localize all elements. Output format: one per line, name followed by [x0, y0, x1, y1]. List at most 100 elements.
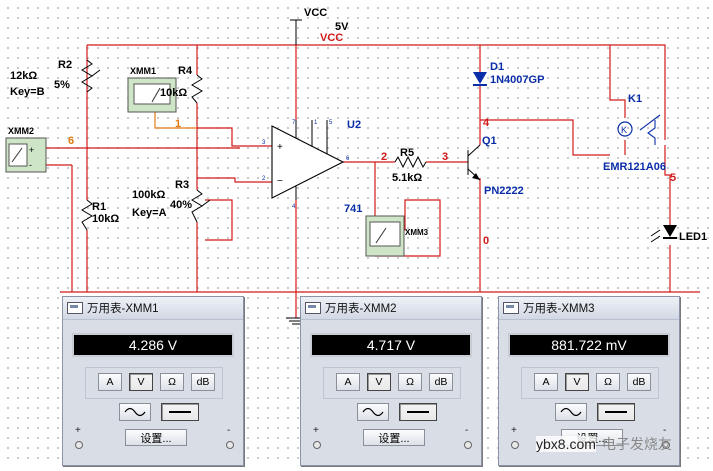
u2-model: 741 — [344, 203, 362, 215]
dc-button[interactable] — [597, 403, 635, 421]
ac-wave-icon — [124, 407, 146, 417]
vcc-label: VCC — [304, 7, 327, 19]
svg-text:K: K — [621, 125, 627, 135]
resistor-r1[interactable]: R1 10kΩ — [81, 199, 119, 231]
volt-button[interactable]: V — [565, 373, 589, 391]
multimeter-panel-xmm3[interactable]: 万用表-XMM3 881.722 mV A V Ω dB + - 设置... — [498, 296, 680, 466]
ac-wave-icon — [362, 407, 384, 417]
r3-key: Key=A — [132, 207, 167, 219]
r4-value: 10kΩ — [160, 87, 187, 99]
plus-terminal-label: + — [313, 425, 319, 436]
db-button[interactable]: dB — [429, 373, 453, 391]
net-label-0: 0 — [483, 235, 489, 247]
ac-button[interactable] — [119, 403, 151, 421]
reading-display: 4.717 V — [310, 333, 472, 357]
amp-button[interactable]: A — [98, 373, 122, 391]
amp-button[interactable]: A — [534, 373, 558, 391]
d1-name: D1 — [490, 61, 504, 73]
ac-button[interactable] — [555, 403, 587, 421]
led-led1[interactable]: LED1 — [650, 225, 707, 243]
reading-display: 881.722 mV — [508, 333, 670, 357]
r2-percent: 5% — [54, 79, 70, 91]
dc-button[interactable] — [399, 403, 437, 421]
resistor-r3[interactable]: R3 100kΩ 40% Key=A — [132, 179, 211, 223]
u2-pin-6: 6 — [346, 156, 350, 162]
net-label-3: 3 — [442, 151, 448, 163]
u2-pin-5: 5 — [329, 120, 333, 126]
amp-button[interactable]: A — [336, 373, 360, 391]
db-button[interactable]: dB — [191, 373, 215, 391]
svg-text:-: - — [29, 160, 32, 170]
dc-button[interactable] — [161, 403, 199, 421]
r3-percent: 40% — [170, 199, 192, 211]
multimeter-icon — [67, 302, 83, 314]
minus-terminal-label: - — [465, 425, 469, 436]
transistor-q1[interactable]: Q1 PN2222 — [467, 135, 524, 197]
xmm1-instrument[interactable]: XMM1 — [127, 66, 177, 113]
ohm-button[interactable]: Ω — [160, 373, 184, 391]
panel-title: 万用表-XMM3 — [523, 303, 595, 315]
vcc-symbol[interactable]: VCC 5V VCC — [290, 7, 349, 45]
xmm3-instrument[interactable]: XMM3 — [365, 215, 429, 257]
resistor-r2[interactable]: R2 12kΩ 5% Key=B — [10, 59, 101, 98]
u2-name: U2 — [347, 119, 361, 131]
db-button[interactable]: dB — [627, 373, 651, 391]
plus-terminal[interactable] — [313, 441, 321, 449]
k1-name: K1 — [628, 93, 642, 105]
multimeter-panel-xmm2[interactable]: 万用表-XMM2 4.717 V A V Ω dB + - 设置... — [300, 296, 482, 466]
d1-model: 1N4007GP — [490, 74, 544, 86]
reading-display: 4.286 V — [72, 333, 234, 357]
dc-line-icon — [407, 411, 429, 413]
title-bar[interactable]: 万用表-XMM3 — [499, 297, 679, 320]
resistor-r5[interactable]: R5 5.1kΩ — [392, 147, 427, 184]
u2-pin-3: 3 — [262, 140, 266, 146]
opamp-u2[interactable]: 7 1 5 3 2 6 4 + − U2 741 — [262, 119, 362, 215]
watermark-logo: 电子发烧友 — [601, 436, 672, 452]
title-bar[interactable]: 万用表-XMM2 — [301, 297, 481, 320]
u2-pin-4: 4 — [292, 204, 296, 210]
u2-pin-1: 1 — [314, 120, 318, 126]
volt-button[interactable]: V — [367, 373, 391, 391]
vcc-voltage: 5V — [335, 21, 349, 33]
watermark: ybx8.com 电子发烧友 — [536, 426, 712, 462]
u2-pin-7: 7 — [292, 120, 296, 126]
led-name: LED1 — [679, 231, 707, 243]
mode-button-group: A V Ω dB — [521, 367, 659, 399]
q1-name: Q1 — [482, 135, 497, 147]
ohm-button[interactable]: Ω — [596, 373, 620, 391]
net-label-2: 2 — [381, 151, 387, 163]
minus-terminal-label: - — [663, 425, 667, 436]
xmm3-label: XMM3 — [405, 228, 429, 237]
title-bar[interactable]: 万用表-XMM1 — [63, 297, 243, 320]
wires — [45, 44, 700, 318]
resistor-r4[interactable]: R4 10kΩ — [160, 65, 203, 104]
ohm-button[interactable]: Ω — [398, 373, 422, 391]
mode-button-group: A V Ω dB — [85, 367, 223, 399]
minus-terminal[interactable] — [226, 441, 234, 449]
r2-key: Key=B — [10, 86, 45, 98]
minus-terminal[interactable] — [662, 441, 670, 449]
svg-text:+: + — [29, 145, 34, 155]
k1-model: EMR121A06 — [603, 161, 666, 173]
relay-k1[interactable]: K K1 EMR121A06 — [603, 93, 666, 173]
volt-button[interactable]: V — [129, 373, 153, 391]
vcc-net-label: VCC — [320, 32, 343, 44]
svg-text:+: + — [277, 142, 283, 153]
diode-d1[interactable]: D1 1N4007GP — [473, 61, 544, 86]
minus-terminal[interactable] — [464, 441, 472, 449]
multimeter-panel-xmm1[interactable]: 万用表-XMM1 4.286 V A V Ω dB + - 设置... — [62, 296, 244, 466]
xmm1-label: XMM1 — [130, 66, 156, 76]
settings-button[interactable]: 设置... — [363, 429, 425, 446]
plus-terminal-label: + — [75, 425, 81, 436]
plus-terminal[interactable] — [75, 441, 83, 449]
multimeter-icon — [305, 302, 321, 314]
mode-button-group: A V Ω dB — [323, 367, 461, 399]
plus-terminal-label: + — [511, 425, 517, 436]
settings-button[interactable]: 设置... — [125, 429, 187, 446]
r5-value: 5.1kΩ — [392, 172, 422, 184]
plus-terminal[interactable] — [511, 441, 519, 449]
ac-button[interactable] — [357, 403, 389, 421]
net-label-5: 5 — [670, 172, 676, 184]
xmm2-instrument[interactable]: + - XMM2 — [5, 126, 47, 173]
